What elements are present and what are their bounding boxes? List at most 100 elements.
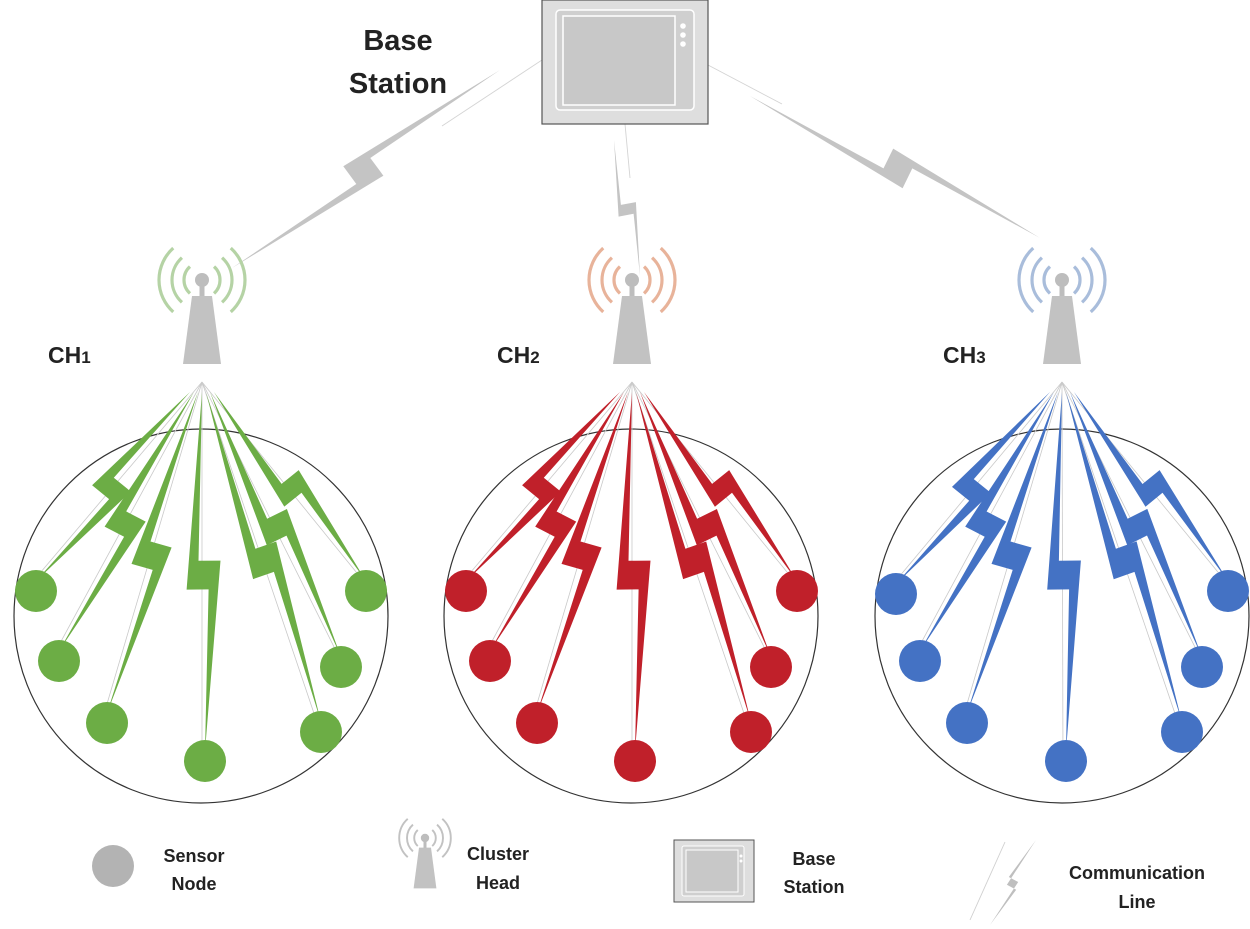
signal-wave <box>170 256 184 304</box>
communication-bolt <box>640 392 771 657</box>
legend-communication-line-icon <box>969 840 1036 925</box>
sensor-node <box>776 570 818 612</box>
sensor-node <box>516 702 558 744</box>
cluster-label-ch2: CH2 <box>497 342 540 368</box>
sensor-node <box>469 640 511 682</box>
signal-wave <box>1030 256 1044 304</box>
communication-bolt <box>644 392 797 581</box>
communication-bolt <box>1066 392 1182 722</box>
communication-bolt <box>490 392 624 651</box>
communication-bolt <box>36 392 190 581</box>
legend: Sensor Node Cluster Head Base Station Co… <box>92 818 1205 925</box>
base-station-button <box>680 32 686 38</box>
signal-wave <box>1072 265 1082 295</box>
communication-bolt <box>537 392 628 713</box>
communication-bolt <box>466 392 620 581</box>
tower-body <box>1043 296 1081 364</box>
cluster-head-antenna-icon <box>398 818 452 889</box>
communication-bolt <box>210 392 341 657</box>
signal-wave <box>587 246 605 314</box>
legend-base-station-line2: Station <box>784 877 845 897</box>
legend-sensor-node-icon <box>92 845 134 887</box>
antenna-mast <box>1059 280 1065 298</box>
signal-wave <box>182 265 192 295</box>
cluster-head-antenna-icon <box>587 246 677 364</box>
sensor-node <box>38 640 80 682</box>
communication-bolt <box>920 392 1054 651</box>
cluster-label-ch1: CH1 <box>48 342 91 368</box>
communication-bolt <box>616 392 651 751</box>
signal-wave <box>431 829 437 847</box>
sensor-node <box>1045 740 1087 782</box>
communication-bolt <box>896 392 1050 584</box>
thin-link-line <box>441 59 543 127</box>
signal-wave <box>441 818 452 858</box>
legend-sensor-node-line1: Sensor <box>163 846 224 866</box>
legend-bolt-guide <box>969 841 1006 921</box>
signal-wave <box>1080 256 1094 304</box>
signal-wave <box>229 246 247 314</box>
signal-wave <box>212 265 222 295</box>
thin-link-line <box>624 123 631 179</box>
sensor-node <box>184 740 226 782</box>
cluster-label-ch3: CH3 <box>943 342 986 368</box>
communication-bolt <box>186 392 221 751</box>
base-link-bolt <box>232 70 500 268</box>
signal-wave <box>406 823 414 853</box>
sensor-node <box>899 640 941 682</box>
tower-body <box>613 296 651 364</box>
tower-body <box>413 847 437 889</box>
base-station-button <box>680 41 686 47</box>
communication-bolt <box>206 392 321 722</box>
sensor-node <box>614 740 656 782</box>
base-station <box>541 0 709 125</box>
antenna-mast <box>199 280 205 298</box>
sensor-node <box>750 646 792 688</box>
sensor-node <box>300 711 342 753</box>
legend-cluster-head-line2: Head <box>476 873 520 893</box>
communication-bolt <box>107 392 198 713</box>
base-station-button <box>680 23 686 29</box>
communication-links <box>36 70 1228 751</box>
sensor-node <box>320 646 362 688</box>
legend-base-station-line1: Base <box>792 849 835 869</box>
communication-bolt <box>214 392 366 581</box>
sensor-nodes <box>15 570 1249 782</box>
legend-bolt-shape <box>990 840 1036 925</box>
communication-bolt <box>59 392 194 651</box>
signal-wave <box>1017 246 1035 314</box>
signal-wave <box>1089 246 1107 314</box>
legend-sensor-node-line2: Node <box>172 874 217 894</box>
sensor-node <box>946 702 988 744</box>
antenna-mast <box>423 838 427 849</box>
sensor-node <box>345 570 387 612</box>
sensor-node <box>1207 570 1249 612</box>
base-link-bolt <box>750 96 1040 238</box>
legend-base-station-icon <box>673 839 755 903</box>
sensor-node <box>15 570 57 612</box>
sensor-node <box>445 570 487 612</box>
signal-wave <box>1042 265 1052 295</box>
signal-wave <box>612 265 622 295</box>
legend-communication-line-line1: Communication <box>1069 863 1205 883</box>
sensor-node <box>875 573 917 615</box>
signal-wave <box>398 818 409 858</box>
signal-wave <box>220 256 234 304</box>
base-station-title-line1: Base <box>363 25 432 57</box>
legend-communication-line-line2: Line <box>1118 892 1155 912</box>
communication-bolt <box>1047 392 1081 751</box>
legend-cluster-head-icon <box>398 818 452 889</box>
cluster-heads <box>157 246 1107 364</box>
signal-wave <box>157 246 175 314</box>
sensor-node <box>1181 646 1223 688</box>
sensor-node <box>1161 711 1203 753</box>
tower-body <box>183 296 221 364</box>
legend-cluster-head-line1: Cluster <box>467 844 529 864</box>
sensor-node <box>86 702 128 744</box>
signal-wave <box>650 256 664 304</box>
signal-wave <box>600 256 614 304</box>
communication-bolt <box>967 392 1058 713</box>
communication-bolt <box>636 392 751 722</box>
signal-wave <box>659 246 677 314</box>
